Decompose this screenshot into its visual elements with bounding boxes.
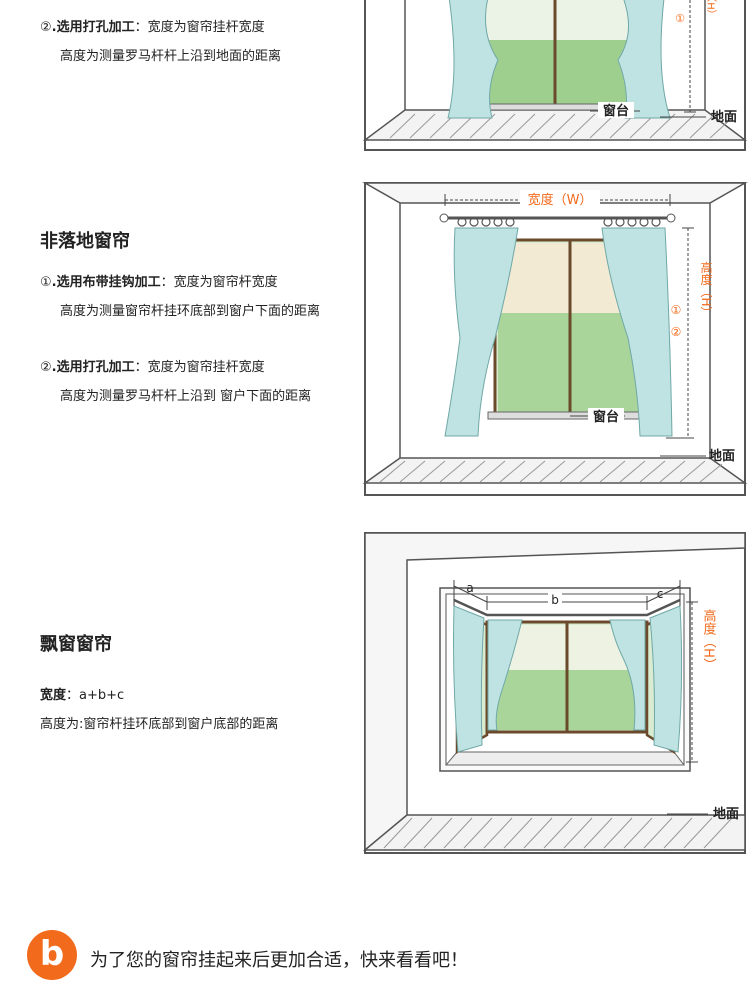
s2-item1-line2: 高度为测量窗帘杆挂环底部到窗户下面的距离 bbox=[60, 304, 321, 319]
s2-sill-label: 窗台 bbox=[593, 409, 619, 425]
s1-height-label: （H） bbox=[705, 0, 717, 20]
s3-c-label: c bbox=[657, 587, 664, 601]
s2-floor-label: 地面 bbox=[709, 448, 735, 464]
s3-width-label: 宽度 bbox=[40, 688, 67, 703]
s1-item2-line1: ②.选用打孔加工：宽度为窗帘挂杆宽度 bbox=[40, 16, 265, 35]
s2-mark1: ① bbox=[671, 303, 682, 317]
s2-item1-marker: ① bbox=[40, 275, 52, 290]
s2-width-label: 宽度（W） bbox=[528, 192, 593, 208]
s3-width-value: ：a+b+c bbox=[66, 688, 125, 703]
s1-sill-label: 窗台 bbox=[603, 103, 629, 119]
bay-window-curtain-diagram: a b c 高度（H） 地面 bbox=[362, 532, 746, 854]
s2-item1-line1: ①.选用布带挂钩加工：宽度为窗帘杆宽度 bbox=[40, 271, 278, 290]
s1-item2-title: .选用打孔加工 bbox=[51, 20, 135, 35]
s2-item2-line2: 高度为测量罗马杆杆上沿到 窗户下面的距离 bbox=[60, 389, 312, 404]
footer-badge: b bbox=[27, 930, 77, 980]
s2-item2-desc: ：宽度为窗帘挂杆宽度 bbox=[134, 360, 265, 375]
s2-item2-marker: ② bbox=[40, 360, 52, 375]
s3-floor-label: 地面 bbox=[713, 806, 739, 822]
s2-height-label: 高度（H） bbox=[699, 260, 713, 318]
s2-item1-desc: ：宽度为窗帘杆宽度 bbox=[160, 275, 278, 290]
s3-height-line: 高度为:窗帘杆挂环底部到窗户底部的距离 bbox=[40, 717, 279, 732]
non-floor-curtain-diagram: 宽度（W） ① ② 高度（H） 窗台 地面 bbox=[362, 182, 748, 496]
floor-curtain-diagram: ① （H） 窗台 地面 bbox=[362, 0, 748, 151]
s1-floor-label: 地面 bbox=[711, 109, 737, 125]
s3-width-line: 宽度：a+b+c bbox=[40, 684, 124, 703]
s2-item2-title: .选用打孔加工 bbox=[51, 360, 135, 375]
footer-text: 为了您的窗帘挂起来后更加合适，快来看看吧！ bbox=[90, 950, 468, 971]
s3-b-label: b bbox=[551, 593, 559, 607]
s2-mark2: ② bbox=[671, 325, 682, 339]
s1-item2-line2: 高度为测量罗马杆杆上沿到地面的距离 bbox=[60, 49, 282, 64]
s2-item1-title: .选用布带挂钩加工 bbox=[51, 275, 161, 290]
s1-item2-marker: ② bbox=[40, 20, 52, 35]
s3-height-label: 高度（H） bbox=[701, 609, 717, 671]
s1-mark1: ① bbox=[675, 12, 685, 25]
s3-a-label: a bbox=[466, 581, 473, 595]
section3-title: 飘窗窗帘 bbox=[40, 634, 112, 655]
section2-title: 非落地窗帘 bbox=[40, 231, 130, 252]
s2-item2-line1: ②.选用打孔加工：宽度为窗帘挂杆宽度 bbox=[40, 356, 265, 375]
s1-item2-desc: ：宽度为窗帘挂杆宽度 bbox=[134, 20, 265, 35]
